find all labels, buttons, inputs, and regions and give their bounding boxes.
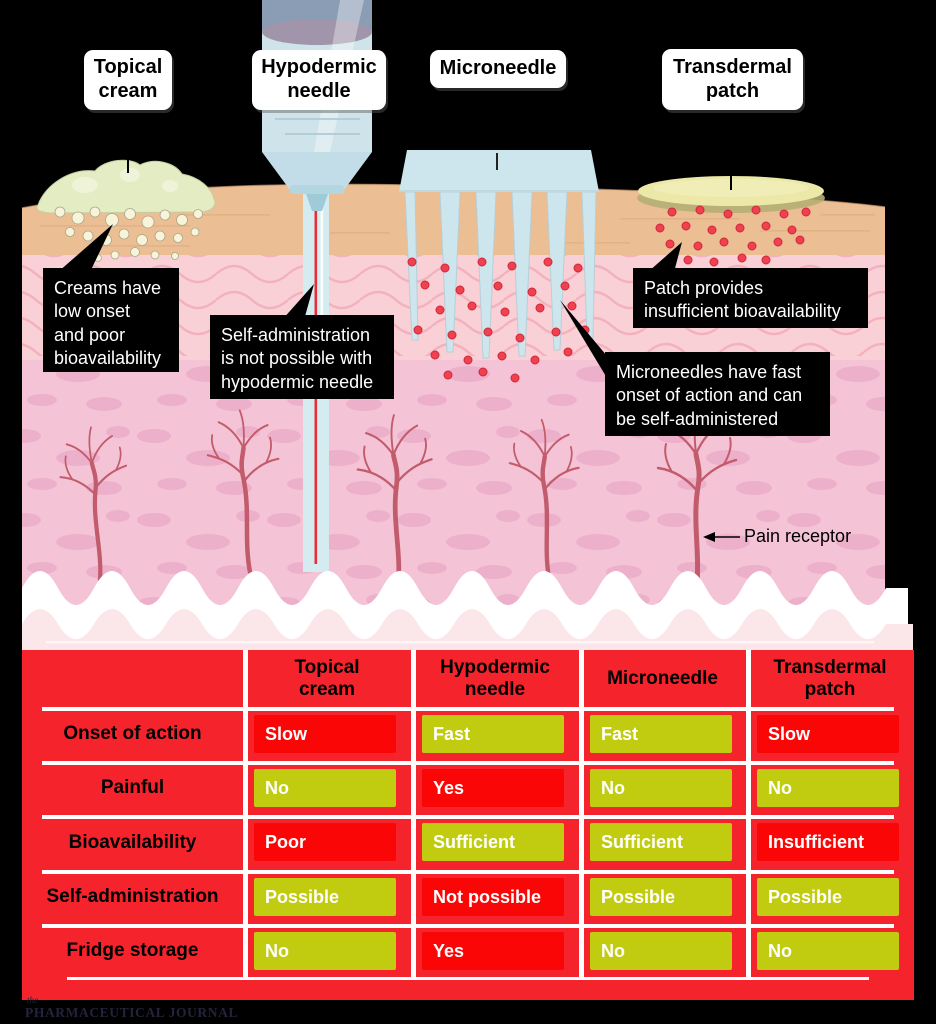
value-text: Yes [433,778,465,798]
value-text: Fast [433,724,471,744]
value-cell: No [254,769,396,807]
callout-patch: Patch provides insufficient bioavailabil… [633,268,868,328]
publisher-logo-the: the [27,995,38,1005]
value-text: Sufficient [601,832,684,852]
row-label-self-administration: Self-administration [46,886,219,907]
table-gridline [579,650,584,979]
table-gridline [67,977,869,980]
value-text: No [601,778,625,798]
table-gridline [746,650,751,979]
label-microneedle: Microneedle [430,50,566,88]
value-text: Slow [265,724,308,744]
value-text: Poor [265,832,307,852]
value-cell: Sufficient [590,823,732,861]
row-label-painful: Painful [100,777,165,798]
value-text: Fast [601,724,639,744]
value-text: No [768,778,792,798]
value-text: Possible [601,887,676,907]
topical-cream-blob [36,159,216,314]
callout-tails [58,224,682,378]
column-header-microneedle: Microneedle [607,667,718,689]
value-text: Not possible [433,887,542,907]
value-cell: Slow [254,715,396,753]
table-gridline [411,650,416,979]
column-header-hypodermic-needle: Hypodermic needle [440,656,550,700]
callout-cream: Creams have low onset and poor bioavaila… [43,268,179,372]
value-text: Possible [768,887,843,907]
value-text: Slow [768,724,811,744]
value-cell: Insufficient [757,823,899,861]
table-gridline [42,761,894,765]
publisher-logo: the PHARMACEUTICAL JOURNAL [25,996,238,1022]
row-label-onset: Onset of action [63,723,202,744]
value-cell: Possible [757,878,899,916]
value-text: Sufficient [433,832,516,852]
value-cell: Yes [422,769,564,807]
table-gridline [243,650,248,979]
value-cell: Sufficient [422,823,564,861]
column-header-transdermal-patch: Transdermal patch [773,656,887,700]
value-cell: Possible [590,878,732,916]
label-topical-cream: Topical cream [84,50,172,110]
value-cell: Poor [254,823,396,861]
value-cell: No [757,932,899,970]
row-label-fridge-storage: Fridge storage [66,939,199,961]
value-text: Yes [433,941,465,961]
table-gridline [42,707,894,711]
pain-receptor-label: Pain receptor [744,526,852,546]
callout-hypodermic: Self-administration is not possible with… [210,315,394,399]
value-cell: No [254,932,396,970]
skin-bottom-wave [22,571,913,650]
value-cell: No [757,769,899,807]
pain-receptor-arrow [703,532,740,542]
table-gridline [42,870,894,874]
microneedle-drug-particles [407,257,590,383]
microneedle-leader-tick [496,153,498,170]
row-label-bioavailability: Bioavailability [68,831,197,853]
label-hypodermic-needle: Hypodermic needle [252,50,386,110]
patch-leader-tick [730,176,732,190]
value-text: No [601,941,625,961]
value-cell: Slow [757,715,899,753]
column-header-topical-cream: Topical cream [294,656,360,700]
callout-microneedle: Microneedles have fast onset of action a… [605,352,830,436]
value-text: No [265,941,289,961]
value-cell: No [590,932,732,970]
value-cell: Yes [422,932,564,970]
value-text: No [265,778,289,798]
value-cell: Not possible [422,878,564,916]
publisher-logo-name: PHARMACEUTICAL JOURNAL [25,1005,239,1020]
table-gridline [42,815,894,819]
value-text: Insufficient [768,832,865,852]
value-text: No [768,941,792,961]
cream-leader-tick [127,160,129,173]
comparison-table: Topical cream Hypodermic needle Micronee… [22,650,914,1000]
label-transdermal-patch: Transdermal patch [662,49,803,110]
value-cell: Fast [590,715,732,753]
table-gridline [42,924,894,928]
cream-droplets [54,206,203,262]
value-cell: Fast [422,715,564,753]
microneedle-array [399,150,599,383]
value-cell: No [590,769,732,807]
value-cell: Possible [254,878,396,916]
value-text: Possible [265,887,340,907]
